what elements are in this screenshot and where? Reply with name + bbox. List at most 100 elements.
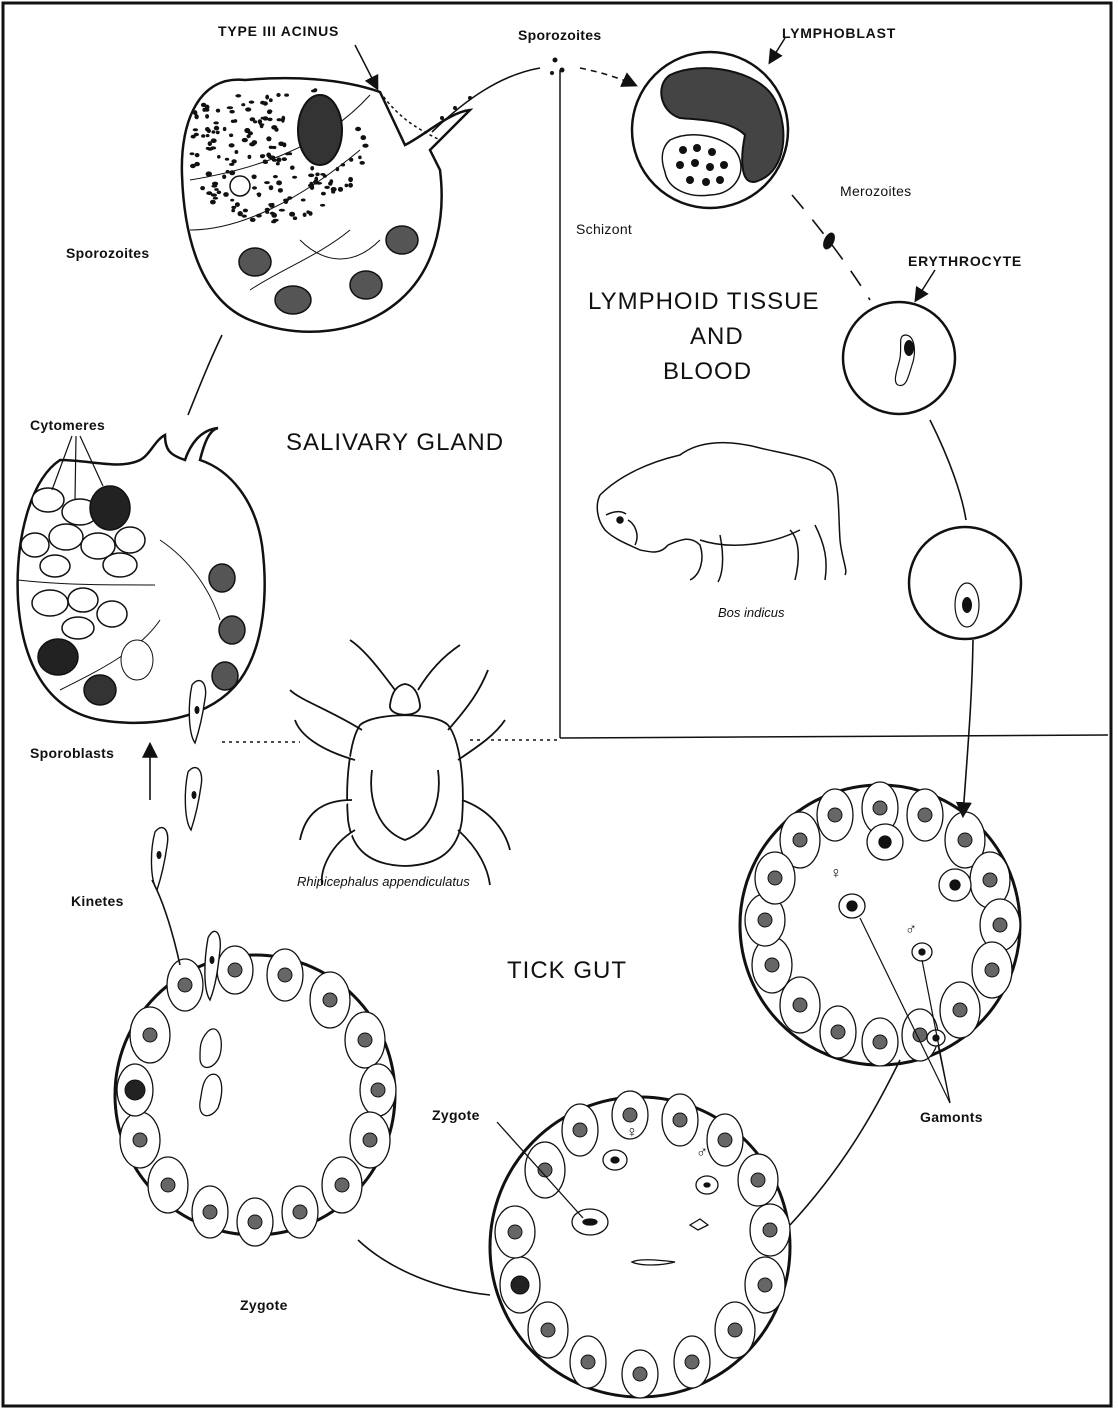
acinus-granule [206, 191, 212, 195]
lymphoid-tissue-region-title-3: BLOOD [663, 355, 752, 390]
male-symbol-gut-bottom: ♂ [696, 1145, 708, 1161]
acinus-granule [284, 94, 289, 97]
acinus-granule [222, 175, 226, 180]
acinus-granule [358, 156, 362, 160]
zygote-middle-label: Zygote [432, 1108, 480, 1122]
acinus-granule [314, 177, 318, 182]
acinus-granule [230, 199, 234, 202]
acinus-granule [301, 199, 306, 202]
acinus-granule [265, 211, 269, 214]
acinus-granule [362, 144, 368, 148]
acinus-granule [289, 212, 295, 217]
acinus-granule [341, 163, 345, 166]
acinus-granule [214, 126, 219, 131]
acinus-granule [267, 110, 272, 115]
acinus-granule [190, 152, 195, 155]
acinus-granule [205, 114, 209, 119]
tick-gut-region-title: TICK GUT [507, 954, 627, 989]
acinus-granule [293, 216, 297, 220]
erythrocyte-1 [843, 302, 955, 414]
type-iii-acinus-label: TYPE III ACINUS [218, 24, 339, 38]
lymphoblast-label: LYMPHOBLAST [782, 26, 896, 40]
acinus-granule [308, 184, 314, 188]
acinus-granule [345, 184, 349, 188]
acinus-granule [260, 154, 265, 157]
sporozoites-top-label: Sporozoites [518, 28, 601, 42]
acinus-granule [324, 186, 330, 189]
acinus-granule [360, 161, 365, 165]
merozoites-label: Merozoites [840, 184, 911, 198]
acinus-granule [229, 134, 233, 138]
acinus-granule [235, 150, 239, 154]
acinus-granule [217, 155, 221, 159]
acinus-granule [316, 182, 322, 185]
acinus-granule [266, 136, 271, 141]
acinus-granule [278, 142, 284, 147]
acinus-granule [349, 158, 353, 162]
acinus-granule [190, 164, 196, 168]
male-symbol-gut-right: ♂ [905, 922, 917, 938]
acinus-granule [250, 218, 256, 222]
acinus-granule [361, 135, 367, 140]
acinus-granule [223, 127, 227, 131]
kinetes-label: Kinetes [71, 894, 124, 908]
acinus-granule [265, 95, 269, 100]
acinus-granule [214, 188, 219, 191]
type-iii-acinus-pointer [355, 45, 377, 88]
acinus-granule [263, 101, 268, 105]
acinus-granule [252, 140, 257, 145]
acinus-granule [276, 162, 280, 165]
acinus-granule [308, 174, 314, 178]
acinus-granule [194, 114, 198, 119]
acinus-granule [229, 143, 235, 147]
acinus-granule [212, 130, 216, 133]
acinus-granule [202, 108, 206, 112]
acinus-granule [212, 182, 218, 186]
acinus-granule [282, 157, 287, 161]
acinus-granule [315, 173, 319, 177]
acinus-granule [292, 176, 297, 179]
acinus-granule [223, 192, 229, 197]
zygote-bottom-label: Zygote [240, 1298, 288, 1312]
acinus-granule [348, 183, 353, 188]
sporoblasts-label: Sporoblasts [30, 746, 114, 760]
acinus-granule [252, 186, 257, 189]
acinus-granule [264, 181, 270, 184]
acinus-granule [308, 211, 312, 216]
acinus-granule [257, 193, 262, 196]
acinus-granule [269, 185, 274, 190]
female-symbol-gut-bottom: ♀ [626, 1125, 638, 1141]
acinus-granule [216, 131, 220, 135]
acinus-granule [329, 179, 333, 184]
acinus-granule [271, 203, 275, 207]
acinus-granule [225, 158, 229, 161]
acinus-granule [270, 212, 275, 215]
sporozoite-dots [440, 58, 565, 121]
acinus-granule [249, 101, 255, 104]
acinus-granule [248, 155, 252, 159]
acinus-granule [253, 120, 257, 123]
acinus-granule [269, 98, 273, 102]
divider-horizontal-right [560, 735, 1108, 738]
acinus-granule [256, 214, 262, 218]
lymphoblast-pointer [770, 38, 785, 62]
acinus-granule [252, 175, 257, 180]
acinus-granule [310, 166, 314, 171]
acinus-granule [276, 93, 280, 97]
cytomere-vacuole [121, 640, 153, 680]
acinus-granule [231, 159, 236, 163]
acinus-granule [201, 134, 205, 138]
acinus-granule [207, 129, 211, 133]
acinus-granule [194, 133, 199, 137]
acinus-granule [284, 200, 288, 204]
acinus-granule [245, 107, 251, 111]
lymphoid-tissue-region-title-1: LYMPHOID TISSUE [588, 285, 820, 320]
gamonts-label: Gamonts [920, 1110, 983, 1124]
acinus-granule [213, 197, 218, 200]
acinus-granule [206, 134, 210, 137]
acinus-granule [331, 190, 335, 194]
lymphoid-tissue-region-title-2: AND [690, 320, 744, 355]
acinus-granule [193, 128, 198, 131]
acinus-granule [206, 171, 212, 176]
acinus-granule [217, 191, 222, 195]
